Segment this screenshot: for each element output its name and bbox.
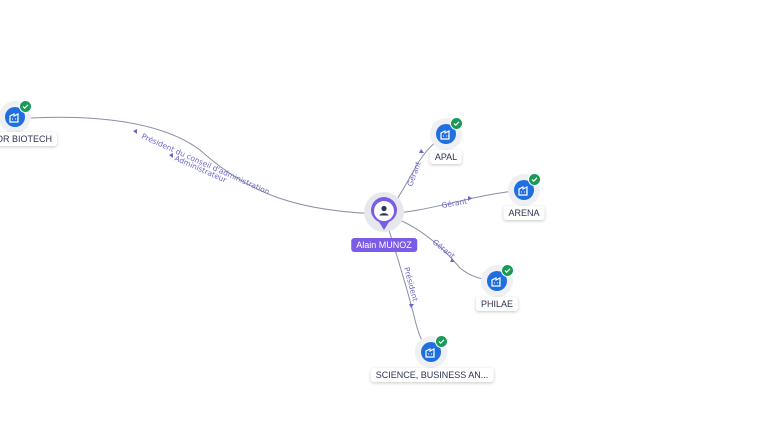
company-node-arena[interactable] (508, 173, 541, 206)
building-icon (487, 271, 507, 291)
verified-check-icon (19, 100, 32, 113)
company-node-biotech[interactable] (0, 100, 32, 133)
verified-check-icon (450, 117, 463, 130)
company-node-apal[interactable] (430, 117, 463, 150)
building-icon (421, 342, 441, 362)
company-node-philae[interactable] (481, 264, 514, 297)
company-label-science[interactable]: SCIENCE, BUSINESS AN... (370, 368, 494, 382)
arrow-biotech (133, 129, 137, 134)
arrow-biotech-2 (169, 153, 173, 158)
company-node-science[interactable] (415, 335, 448, 368)
company-label-apal[interactable]: APAL (429, 150, 463, 164)
arrow-science (409, 304, 414, 308)
company-label-biotech[interactable]: OR BIOTECH (0, 132, 58, 146)
arrow-apal (419, 149, 424, 153)
edge-label-arena: Gérant (441, 197, 468, 210)
arrow-arena (468, 196, 472, 201)
edge-label-biotech-1: Président du conseil d'administration (140, 132, 271, 197)
person-node[interactable] (364, 192, 404, 232)
building-icon (514, 180, 534, 200)
edge-label-philae: Gérant (431, 237, 457, 260)
person-pin-icon (371, 197, 397, 230)
edge-label-science: Président (402, 266, 420, 302)
building-icon (436, 124, 456, 144)
arrow-philae (450, 258, 454, 262)
verified-check-icon (435, 335, 448, 348)
company-label-philae[interactable]: PHILAE (475, 297, 519, 311)
edge-label-apal: Gérant (405, 160, 422, 187)
verified-check-icon (528, 173, 541, 186)
verified-check-icon (501, 264, 514, 277)
person-label[interactable]: Alain MUNOZ (351, 238, 417, 252)
building-icon (5, 107, 25, 127)
edge-biotech (29, 116, 385, 215)
company-label-arena[interactable]: ARENA (503, 206, 545, 220)
